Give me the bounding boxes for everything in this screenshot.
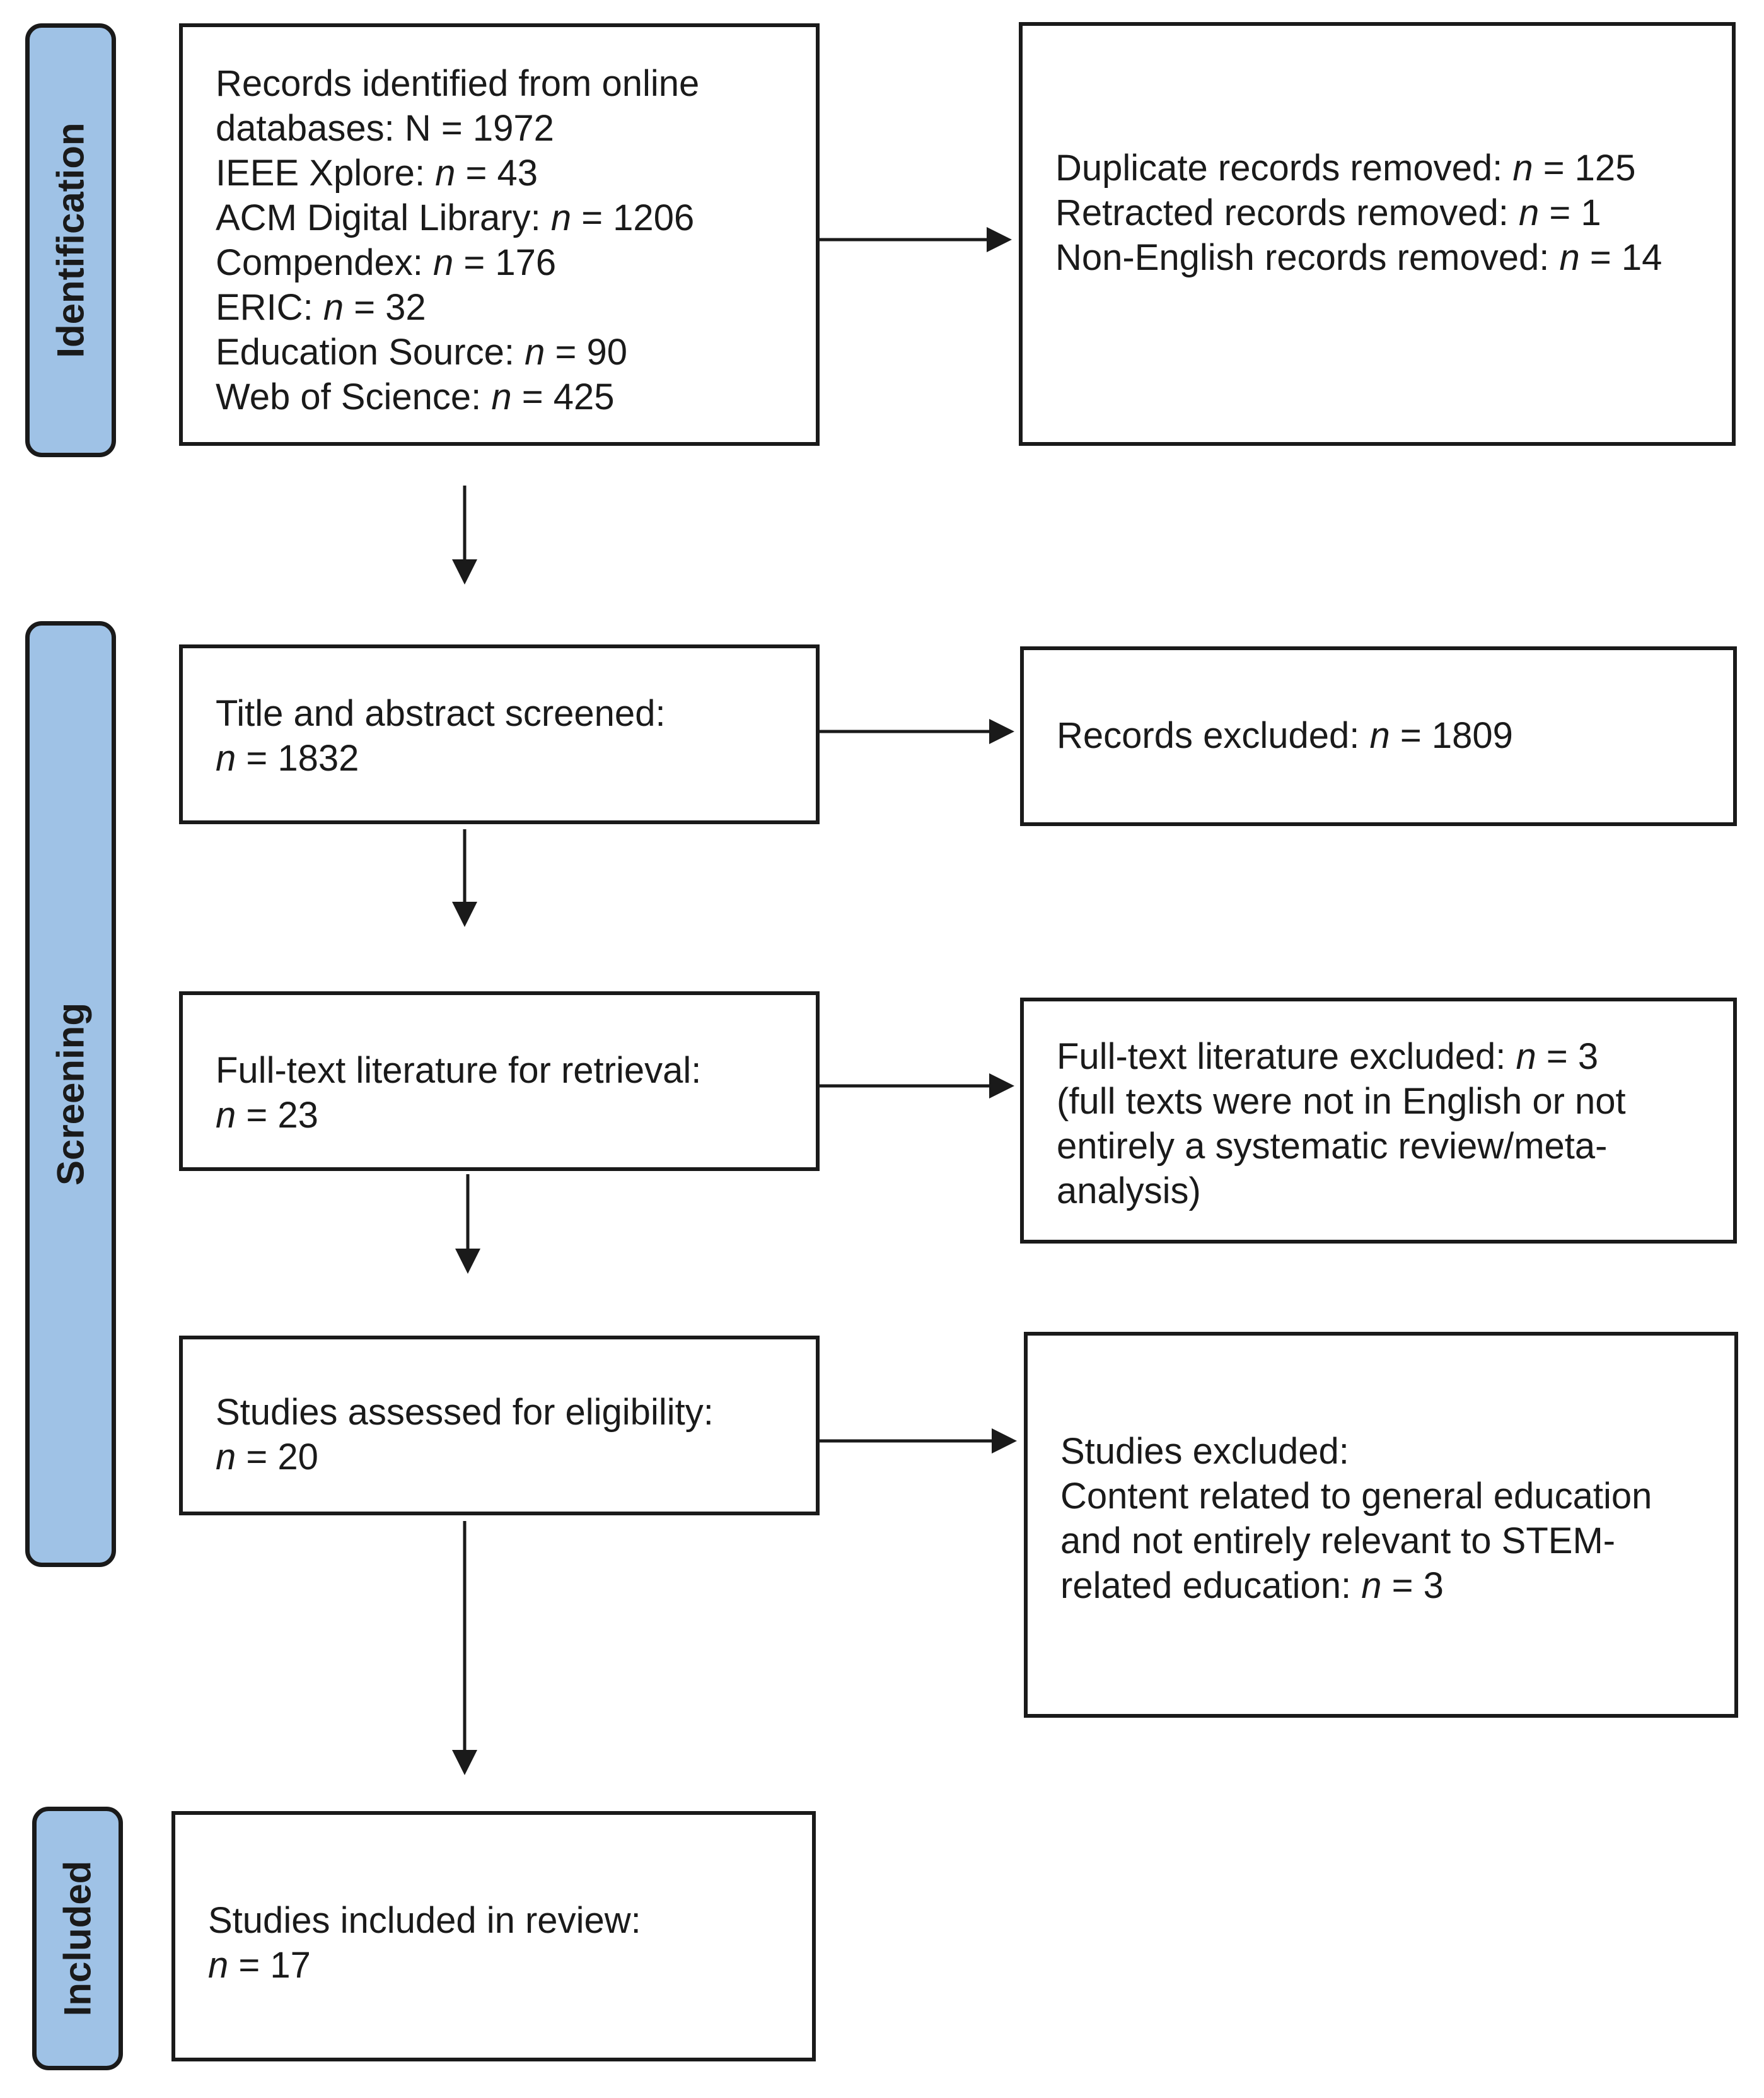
- line-text: related education:: [1060, 1565, 1362, 1606]
- box-line: ACM Digital Library: n = 1206: [216, 195, 816, 240]
- count-symbol: n: [435, 153, 456, 194]
- box-line: n = 1832: [216, 736, 816, 781]
- phase-screening: Screening: [25, 621, 116, 1567]
- line-text: Duplicate records removed:: [1055, 148, 1513, 189]
- line-text: ERIC:: [216, 287, 323, 328]
- fulltext-excluded-box: Full-text literature excluded: n = 3(ful…: [1020, 998, 1737, 1244]
- line-text: = 125: [1533, 148, 1636, 189]
- count-symbol: n: [216, 1095, 236, 1136]
- line-text: Studies assessed for eligibility:: [216, 1392, 714, 1433]
- box-line: n = 20: [216, 1435, 816, 1479]
- box-line: related education: n = 3: [1060, 1563, 1734, 1608]
- box-line: Education Source: n = 90: [216, 330, 816, 375]
- studies-excluded-box: Studies excluded:Content related to gene…: [1024, 1332, 1738, 1718]
- box-line: Records identified from online: [216, 61, 816, 106]
- line-text: = 425: [511, 376, 615, 417]
- count-symbol: n: [216, 738, 236, 779]
- box-line: Compendex: n = 176: [216, 240, 816, 285]
- count-symbol: n: [432, 242, 454, 283]
- count-symbol: n: [550, 197, 572, 238]
- count-symbol: n: [1559, 237, 1580, 278]
- box-line: Title and abstract screened:: [216, 691, 816, 736]
- box-line: entirely a systematic review/meta-: [1057, 1124, 1733, 1168]
- count-symbol: n: [1518, 192, 1540, 233]
- box-line: Full-text literature excluded: n = 3: [1057, 1034, 1733, 1079]
- line-text: Education Source:: [216, 332, 525, 373]
- count-symbol: n: [525, 332, 545, 373]
- line-text: = 14: [1579, 237, 1662, 278]
- count-symbol: n: [216, 1437, 236, 1477]
- box-line: n = 17: [208, 1943, 812, 1988]
- count-symbol: n: [1516, 1036, 1536, 1077]
- box-line: Content related to general education: [1060, 1474, 1734, 1518]
- box-line: Studies excluded:: [1060, 1429, 1734, 1474]
- count-symbol: n: [1512, 148, 1533, 189]
- line-text: = 1809: [1390, 715, 1513, 756]
- line-text: = 20: [236, 1437, 318, 1477]
- line-text: (full texts were not in English or not: [1057, 1081, 1626, 1122]
- line-text: entirely a systematic review/meta-: [1057, 1126, 1608, 1167]
- line-text: Studies excluded:: [1060, 1431, 1349, 1472]
- count-symbol: n: [1369, 715, 1390, 756]
- box-line: n = 23: [216, 1093, 816, 1138]
- phase-included: Included: [32, 1807, 123, 2070]
- line-text: Compendex:: [216, 242, 433, 283]
- line-text: = 1206: [571, 197, 695, 238]
- box-line: (full texts were not in English or not: [1057, 1079, 1733, 1124]
- box-line: and not entirely relevant to STEM-: [1060, 1518, 1734, 1563]
- line-text: = 43: [455, 153, 538, 194]
- line-text: = 32: [344, 287, 426, 328]
- line-text: and not entirely relevant to STEM-: [1060, 1520, 1616, 1561]
- records-excluded-box: Records excluded: n = 1809: [1020, 646, 1737, 826]
- phase-identification: Identification: [25, 23, 116, 457]
- eligibility-box: Studies assessed for eligibility:n = 20: [179, 1336, 820, 1515]
- line-text: = 1: [1539, 192, 1601, 233]
- line-text: = 17: [228, 1945, 311, 1986]
- box-line: Full-text literature for retrieval:: [216, 1048, 816, 1093]
- line-text: databases: N = 1972: [216, 108, 554, 149]
- line-text: analysis): [1057, 1170, 1201, 1211]
- fulltext-retrieval-box: Full-text literature for retrieval:n = 2…: [179, 991, 820, 1171]
- included-box: Studies included in review:n = 17: [171, 1811, 816, 2061]
- line-text: Content related to general education: [1060, 1476, 1652, 1517]
- line-text: = 3: [1536, 1036, 1599, 1077]
- box-line: Retracted records removed: n = 1: [1055, 190, 1732, 235]
- line-text: = 90: [545, 332, 627, 373]
- line-text: = 3: [1381, 1565, 1444, 1606]
- box-line: Duplicate records removed: n = 125: [1055, 146, 1732, 190]
- line-text: Records identified from online: [216, 63, 700, 104]
- line-text: Full-text literature excluded:: [1057, 1036, 1516, 1077]
- box-line: Studies included in review:: [208, 1898, 812, 1943]
- line-text: Records excluded:: [1057, 715, 1370, 756]
- line-text: = 23: [236, 1095, 318, 1136]
- box-line: analysis): [1057, 1168, 1733, 1213]
- box-line: databases: N = 1972: [216, 106, 816, 151]
- box-line: Non-English records removed: n = 14: [1055, 235, 1732, 280]
- line-text: Non-English records removed:: [1055, 237, 1560, 278]
- line-text: Retracted records removed:: [1055, 192, 1519, 233]
- count-symbol: n: [1361, 1565, 1382, 1606]
- line-text: Full-text literature for retrieval:: [216, 1050, 702, 1091]
- box-line: Web of Science: n = 425: [216, 375, 816, 419]
- box-line: Studies assessed for eligibility:: [216, 1390, 816, 1435]
- line-text: Title and abstract screened:: [216, 693, 666, 734]
- title-abstract-box: Title and abstract screened:n = 1832: [179, 644, 820, 824]
- line-text: Web of Science:: [216, 376, 492, 417]
- line-text: Studies included in review:: [208, 1900, 641, 1941]
- count-symbol: n: [491, 376, 512, 417]
- count-symbol: n: [323, 287, 344, 328]
- line-text: = 1832: [236, 738, 359, 779]
- line-text: ACM Digital Library:: [216, 197, 551, 238]
- line-text: = 176: [453, 242, 557, 283]
- box-line: ERIC: n = 32: [216, 285, 816, 330]
- box-line: Records excluded: n = 1809: [1057, 713, 1733, 758]
- line-text: IEEE Xplore:: [216, 153, 436, 194]
- box-line: IEEE Xplore: n = 43: [216, 151, 816, 195]
- count-symbol: n: [208, 1945, 229, 1986]
